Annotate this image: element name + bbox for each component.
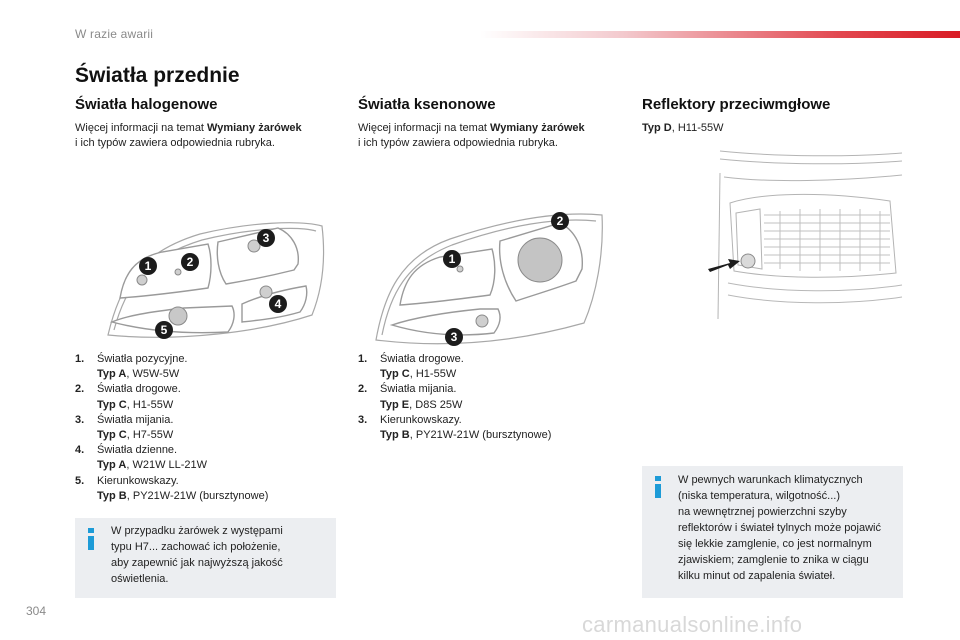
halogen-title: Światła halogenowe <box>75 96 218 113</box>
list-item: 4. Światła dzienne. Typ A, W21W LL-21W <box>75 443 345 473</box>
intro-text: i ich typów zawiera odpowiednia rubryka. <box>358 137 558 149</box>
section-header: W razie awarii <box>75 27 154 41</box>
item-label: Światła mijania. <box>380 383 457 396</box>
xenon-list: 1. Światła drogowe. Typ C, H1-55W 2. Świ… <box>358 352 628 443</box>
item-type-value: , PY21W-21W (bursztynowe) <box>126 489 269 502</box>
item-type: Typ C <box>380 368 410 381</box>
item-type-value: , H1-55W <box>126 398 174 411</box>
fog-title: Reflektory przeciwmgłowe <box>642 96 831 113</box>
info-line: oświetlenia. <box>111 573 169 585</box>
xenon-title: Światła ksenonowe <box>358 96 496 113</box>
xenon-callout-3: 3 <box>451 330 458 344</box>
halogen-headlamp-illustration: 1 2 3 4 5 <box>107 222 325 339</box>
item-number: 4. <box>75 444 85 457</box>
item-label: Światła dzienne. <box>97 444 178 457</box>
item-type-value: , D8S 25W <box>409 398 463 411</box>
intro-bold: Wymiany żarówek <box>490 122 585 134</box>
fog-type: Typ D, H11-55W <box>642 121 912 136</box>
fog-lamp-illustration <box>708 150 903 320</box>
list-item: 1. Światła pozycyjne. Typ A, W5W-5W <box>75 352 345 382</box>
info-line: reflektorów i świateł tylnych może pojaw… <box>678 522 881 534</box>
halogen-list: 1. Światła pozycyjne. Typ A, W5W-5W 2. Ś… <box>75 352 345 504</box>
item-label: Kierunkowskazy. <box>380 413 462 426</box>
xenon-headlamp-illustration: 1 2 3 <box>375 212 603 346</box>
xenon-callout-2: 2 <box>557 214 564 228</box>
item-type: Typ B <box>97 489 127 502</box>
intro-text: Więcej informacji na temat <box>75 122 208 134</box>
intro-text: i ich typów zawiera odpowiednia rubryka. <box>75 137 275 149</box>
item-type: Typ C <box>97 398 127 411</box>
intro-bold: Wymiany żarówek <box>207 122 302 134</box>
item-type: Typ C <box>97 429 127 442</box>
fog-type-value: , H11-55W <box>671 122 724 134</box>
info-line: W pewnych warunkach klimatycznych <box>678 474 863 486</box>
intro-text: Więcej informacji na temat <box>358 122 491 134</box>
arrow-icon <box>708 259 740 272</box>
info-line: się lekkie zamglenie, co jest normalnym <box>678 538 872 550</box>
item-type-value: , H1-55W <box>409 368 457 381</box>
info-icon <box>655 476 661 498</box>
fog-lamp-bulb <box>740 253 756 269</box>
item-label: Światła pozycyjne. <box>97 353 188 365</box>
header-accent-bar <box>480 31 960 38</box>
page-number: 304 <box>26 604 47 618</box>
halogen-callout-2: 2 <box>187 255 194 269</box>
list-item: 5. Kierunkowskazy. Typ B, PY21W-21W (bur… <box>75 474 345 504</box>
halogen-intro: Więcej informacji na temat Wymiany żarów… <box>75 121 345 151</box>
item-label: Światła drogowe. <box>380 353 464 365</box>
item-type-value: , W5W-5W <box>126 368 180 381</box>
item-type: Typ E <box>380 398 410 411</box>
item-number: 3. <box>358 413 368 426</box>
item-number: 3. <box>75 413 85 426</box>
info-line: W przypadku żarówek z występami <box>111 525 283 537</box>
halogen-callout-4: 4 <box>275 297 282 311</box>
page-title: Światła przednie <box>75 64 240 87</box>
halogen-callout-3: 3 <box>263 231 270 245</box>
fog-type-label: Typ D <box>642 122 672 134</box>
halogen-callout-1: 1 <box>145 259 152 273</box>
item-type: Typ B <box>380 429 410 442</box>
item-type-value: , PY21W-21W (bursztynowe) <box>409 429 552 442</box>
list-item: 2. Światła drogowe. Typ C, H1-55W <box>75 382 345 412</box>
info-line: aby zapewnić jak najwyższą jakość <box>111 557 283 569</box>
item-number: 2. <box>75 383 85 396</box>
halogen-info-box: W przypadku żarówek z występami typu H7.… <box>75 518 336 598</box>
fog-info-box: W pewnych warunkach klimatycznych (niska… <box>642 466 903 598</box>
item-label: Światła drogowe. <box>97 383 181 396</box>
item-number: 5. <box>75 474 85 487</box>
info-line: (niska temperatura, wilgotność...) <box>678 490 841 502</box>
item-type-value: , W21W LL-21W <box>126 459 208 472</box>
halogen-callout-5: 5 <box>161 323 168 337</box>
xenon-intro: Więcej informacji na temat Wymiany żarów… <box>358 121 628 151</box>
list-item: 3. Światła mijania. Typ C, H7-55W <box>75 413 345 443</box>
info-line: kilku minut od zapalenia świateł. <box>678 570 836 582</box>
info-line: typu H7... zachować ich położenie, <box>111 541 281 553</box>
item-label: Kierunkowskazy. <box>97 474 179 487</box>
watermark: carmanualsonline.info <box>582 612 803 637</box>
list-item: 1. Światła drogowe. Typ C, H1-55W <box>358 352 628 382</box>
item-type: Typ A <box>97 368 127 381</box>
list-item: 2. Światła mijania. Typ E, D8S 25W <box>358 382 628 412</box>
list-item: 3. Kierunkowskazy. Typ B, PY21W-21W (bur… <box>358 413 628 443</box>
info-line: zjawiskiem; zamglenie to znika w ciągu <box>678 554 869 566</box>
xenon-callout-1: 1 <box>449 252 456 266</box>
info-icon <box>88 528 94 550</box>
item-number: 2. <box>358 383 368 396</box>
item-label: Światła mijania. <box>97 413 174 426</box>
item-number: 1. <box>358 353 368 365</box>
item-number: 1. <box>75 353 85 365</box>
item-type-value: , H7-55W <box>126 429 174 442</box>
item-type: Typ A <box>97 459 127 472</box>
info-line: na wewnętrznej powierzchni szyby <box>678 506 847 518</box>
